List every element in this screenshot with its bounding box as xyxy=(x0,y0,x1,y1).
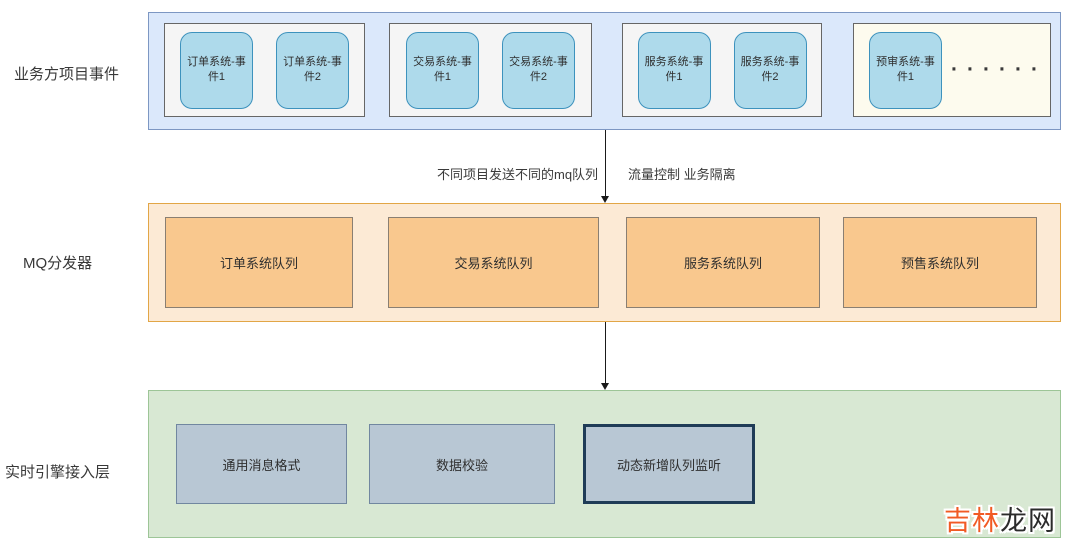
lane-mq-dispatcher: 订单系统队列 交易系统队列 服务系统队列 预售系统队列 xyxy=(148,203,1061,322)
lane-realtime-engine: 通用消息格式 数据校验 动态新增队列监听 xyxy=(148,390,1061,538)
module-node-highlighted: 动态新增队列监听 xyxy=(583,424,755,504)
event-node: 订单系统-事件1 xyxy=(180,31,253,109)
arrow-events-to-mq xyxy=(605,130,606,197)
event-group-presale: 预审系统-事件1 ······ xyxy=(853,23,1051,117)
queue-node: 交易系统队列 xyxy=(388,217,599,308)
lane-label-realtime-engine: 实时引擎接入层 xyxy=(5,464,111,481)
event-node: 预审系统-事件1 xyxy=(869,31,942,109)
arrow-events-to-mq-head xyxy=(601,196,609,203)
queue-node: 预售系统队列 xyxy=(843,217,1037,308)
lane-label-business-events: 业务方项目事件 xyxy=(14,66,120,83)
lane-business-events: 订单系统-事件1 订单系统-事件2 交易系统-事件1 交易系统-事件2 服务系统… xyxy=(148,12,1061,130)
arrow-mq-to-engine xyxy=(605,322,606,384)
event-node: 交易系统-事件1 xyxy=(406,31,479,109)
event-group-trade: 交易系统-事件1 交易系统-事件2 xyxy=(389,23,592,117)
event-node: 服务系统-事件1 xyxy=(637,31,711,109)
watermark-prefix: 吉林 xyxy=(944,506,1000,536)
queue-node: 订单系统队列 xyxy=(165,217,353,308)
module-node: 通用消息格式 xyxy=(176,424,347,504)
ellipsis-dots: ······ xyxy=(951,58,1047,81)
annotation-mq-routing: 不同项目发送不同的mq队列 xyxy=(437,167,599,182)
event-group-order: 订单系统-事件1 订单系统-事件2 xyxy=(164,23,365,117)
event-group-service: 服务系统-事件1 服务系统-事件2 xyxy=(622,23,822,117)
event-node: 服务系统-事件2 xyxy=(733,31,807,109)
event-node: 订单系统-事件2 xyxy=(276,31,349,109)
watermark-suffix: 龙网 xyxy=(1000,506,1056,536)
watermark: 吉林龙网 xyxy=(944,499,1056,538)
module-node: 数据校验 xyxy=(369,424,555,504)
event-node: 交易系统-事件2 xyxy=(502,31,575,109)
arrow-mq-to-engine-head xyxy=(601,383,609,390)
annotation-flow-control: 流量控制 业务隔离 xyxy=(628,167,736,182)
queue-node: 服务系统队列 xyxy=(626,217,820,308)
lane-label-mq-dispatcher: MQ分发器 xyxy=(23,255,93,272)
